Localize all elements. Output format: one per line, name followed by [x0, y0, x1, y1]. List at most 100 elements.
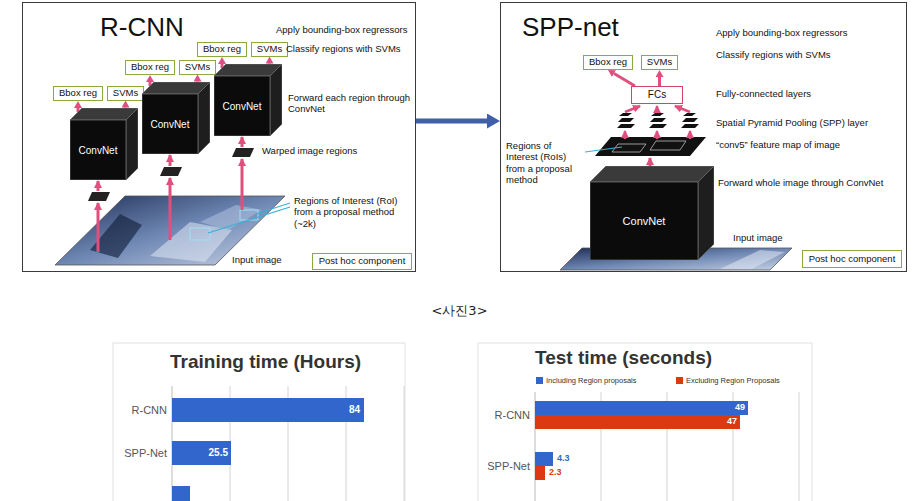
bar [535, 415, 740, 429]
cube-face [70, 120, 126, 180]
flow-arrow [241, 159, 244, 210]
cube-label: ConvNet [223, 101, 262, 112]
panel-frame: R-CNNBbox regSVMsBbox regSVMsBbox regSVM… [22, 2, 416, 272]
step-note: Classify regions with SVMs [286, 43, 401, 54]
cube-front: ConvNet [70, 120, 126, 180]
bar [535, 401, 748, 415]
legend-swatch [676, 377, 683, 384]
box-text: Bbox reg [198, 43, 246, 55]
legend-text: Including Region proposals [546, 376, 636, 385]
pyramid-bin [650, 118, 666, 122]
output-box: Bbox reg [583, 55, 633, 70]
step-note: Apply bounding-box regressors [716, 27, 848, 38]
box-text: SVMs [252, 43, 287, 55]
box-text: SVMs [642, 56, 677, 68]
cube-front: ConvNet [214, 76, 270, 136]
step-note: “conv5” feature map of image [716, 139, 840, 150]
chart-title: Test time (seconds) [535, 347, 712, 370]
flow-arrow [169, 155, 172, 166]
step-note: Fully-connected layers [716, 88, 811, 99]
legend-entry: Including Region proposals [536, 376, 636, 385]
feature-roi [650, 141, 686, 150]
flow-arrow [649, 158, 652, 166]
output-box: Bbox reg [125, 60, 175, 75]
panel-title: SPP-net [522, 13, 619, 43]
category-label: R-CNN [132, 404, 167, 417]
cube-front: ConvNet [590, 182, 698, 260]
value-label: 2.3 [549, 467, 562, 478]
box-text: Bbox reg [584, 56, 632, 68]
note-box: Post hoc component [312, 253, 412, 270]
step-note: Classify regions with SVMs [716, 49, 831, 60]
cube-face [126, 108, 138, 180]
step-note: Forward each region through ConvNet [288, 92, 410, 115]
box-text: Post hoc component [803, 251, 901, 266]
image-detail [150, 222, 232, 262]
legend-text: Excluding Region Proposals [686, 376, 780, 385]
convnet-cube: ConvNet [142, 82, 210, 154]
pyramid-bin [617, 124, 635, 128]
cube-outline [590, 166, 714, 260]
cube-face [142, 94, 198, 154]
box-text: Bbox reg [126, 61, 174, 73]
flow-arrow [624, 131, 627, 139]
pyramid-bin [683, 113, 696, 116]
warped-region [232, 148, 254, 157]
flow-arrow [689, 131, 692, 139]
output-box: SVMs [641, 55, 678, 70]
step-note: Regions of Interest (RoI) from a proposa… [294, 195, 412, 229]
flow-arrow [241, 137, 244, 147]
leader-line [208, 207, 290, 233]
connector-arrow [614, 74, 635, 86]
flow-arrow [675, 106, 690, 112]
layer-box: FCs [631, 86, 683, 104]
value-label: 84 [349, 404, 360, 416]
box-text: SVMs [180, 61, 215, 73]
chart-frame [478, 343, 812, 501]
output-box: SVMs [179, 60, 216, 75]
bar [535, 452, 553, 466]
panel-frame: SPP-netBbox reg SVMsFCsConvNetPost hoc co… [500, 2, 907, 272]
feature-map [595, 137, 706, 156]
cube-front: ConvNet [142, 94, 198, 154]
leader-line [585, 147, 622, 152]
figure-caption: <사진3> [0, 302, 919, 320]
panel-title: R-CNN [100, 13, 184, 43]
value-label: 25.5 [209, 447, 228, 459]
box-text: Post hoc component [313, 254, 411, 268]
output-box: SVMs [107, 86, 144, 101]
warped-region [160, 167, 182, 176]
cube-outline [214, 64, 282, 136]
note-box: Post hoc component [802, 250, 902, 268]
category-label: SPP-Net [487, 460, 530, 473]
pyramid-bin [682, 118, 698, 122]
box-text: FCs [632, 87, 682, 102]
cube-face [214, 76, 270, 136]
value-label: 49 [735, 402, 745, 413]
cube-label: ConvNet [151, 119, 190, 130]
flow-arrow [656, 131, 659, 139]
chart-title: Training time (Hours) [170, 351, 361, 374]
pyramid-bin [618, 118, 634, 122]
category-label: R-CNN [495, 409, 530, 422]
cube-face [198, 82, 210, 154]
output-box: SVMs [251, 42, 288, 57]
value-label: 4.3 [557, 453, 570, 464]
cube-outline [70, 108, 138, 180]
cube-face [590, 182, 698, 260]
bar [535, 466, 545, 480]
step-note: Warped image regions [262, 145, 357, 156]
cube-label: ConvNet [623, 215, 666, 227]
convnet-cube: ConvNet [590, 166, 714, 260]
pyramid-bin [619, 113, 632, 116]
category-label: SPP-Net [124, 447, 167, 460]
box-text: SVMs [108, 87, 143, 99]
output-box: Bbox reg [53, 86, 103, 101]
step-note: Input image [232, 254, 282, 265]
connector-arrow [416, 119, 487, 124]
bar [172, 486, 190, 501]
legend-entry: Excluding Region Proposals [676, 376, 780, 385]
step-note: Apply bounding-box regressors [276, 24, 408, 35]
